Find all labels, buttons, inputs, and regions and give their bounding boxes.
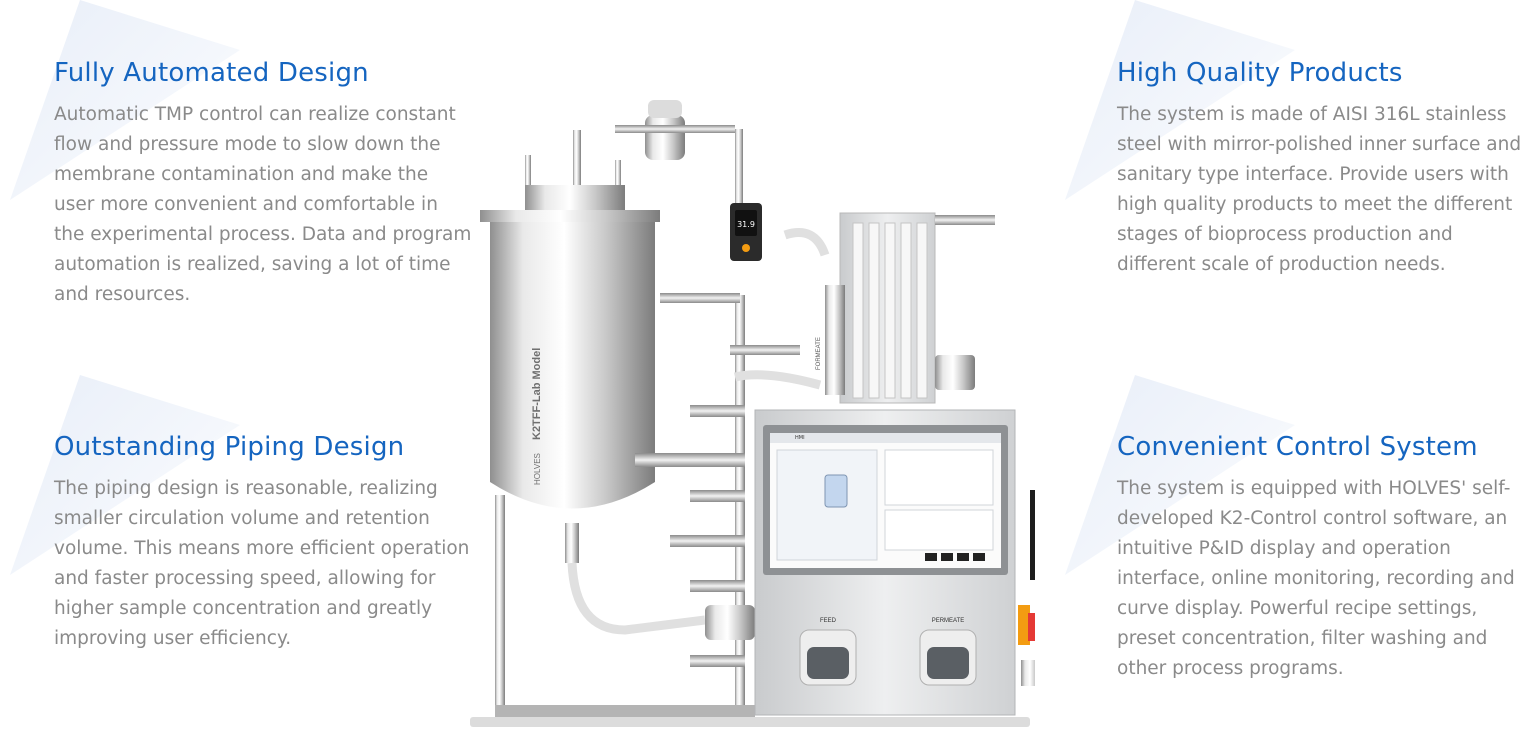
feature-text: The piping design is reasonable, realizi… xyxy=(54,478,470,649)
tank: K2TFF-Lab Model HOLVES xyxy=(480,130,660,563)
feature-quality: High Quality Products The system is made… xyxy=(1117,58,1527,280)
feature-text: Automatic TMP control can realize consta… xyxy=(54,104,472,305)
flow-meter: 31.9 xyxy=(730,203,762,261)
tff-system-image: K2TFF-Lab Model HOLVES 31.9 FORMEATE xyxy=(470,100,1035,727)
frame xyxy=(470,295,1030,727)
flow-meter-value: 31.9 xyxy=(737,220,755,229)
cassette-label: FORMEATE xyxy=(816,337,822,370)
feature-piping: Outstanding Piping Design The piping des… xyxy=(54,432,474,654)
feature-title: Outstanding Piping Design xyxy=(54,432,405,462)
upper-piping xyxy=(615,100,830,390)
feature-title: Convenient Control System xyxy=(1117,432,1478,462)
feature-control: Convenient Control System The system is … xyxy=(1117,432,1527,684)
feature-title: Fully Automated Design xyxy=(54,58,369,88)
pump-permeate: PERMEATE xyxy=(919,618,977,686)
tank-label: K2TFF-Lab Model xyxy=(531,348,543,440)
drain-hose xyxy=(567,562,706,635)
side-accessories xyxy=(1018,490,1035,686)
feature-text: The system is equipped with HOLVES' self… xyxy=(1117,478,1515,679)
pump-permeate-label: PERMEATE xyxy=(932,618,965,624)
feature-text: The system is made of AISI 316L stainles… xyxy=(1117,104,1522,275)
feature-automated: Fully Automated Design Automatic TMP con… xyxy=(54,58,474,310)
filter-cassette: FORMEATE xyxy=(816,212,995,404)
feature-title: High Quality Products xyxy=(1117,58,1403,88)
tank-brand: HOLVES xyxy=(533,453,542,485)
side-valves xyxy=(635,405,755,667)
pump-feed-label: FEED xyxy=(820,618,837,624)
hmi-label: HMI xyxy=(795,435,805,441)
pump-feed: FEED xyxy=(799,618,857,686)
